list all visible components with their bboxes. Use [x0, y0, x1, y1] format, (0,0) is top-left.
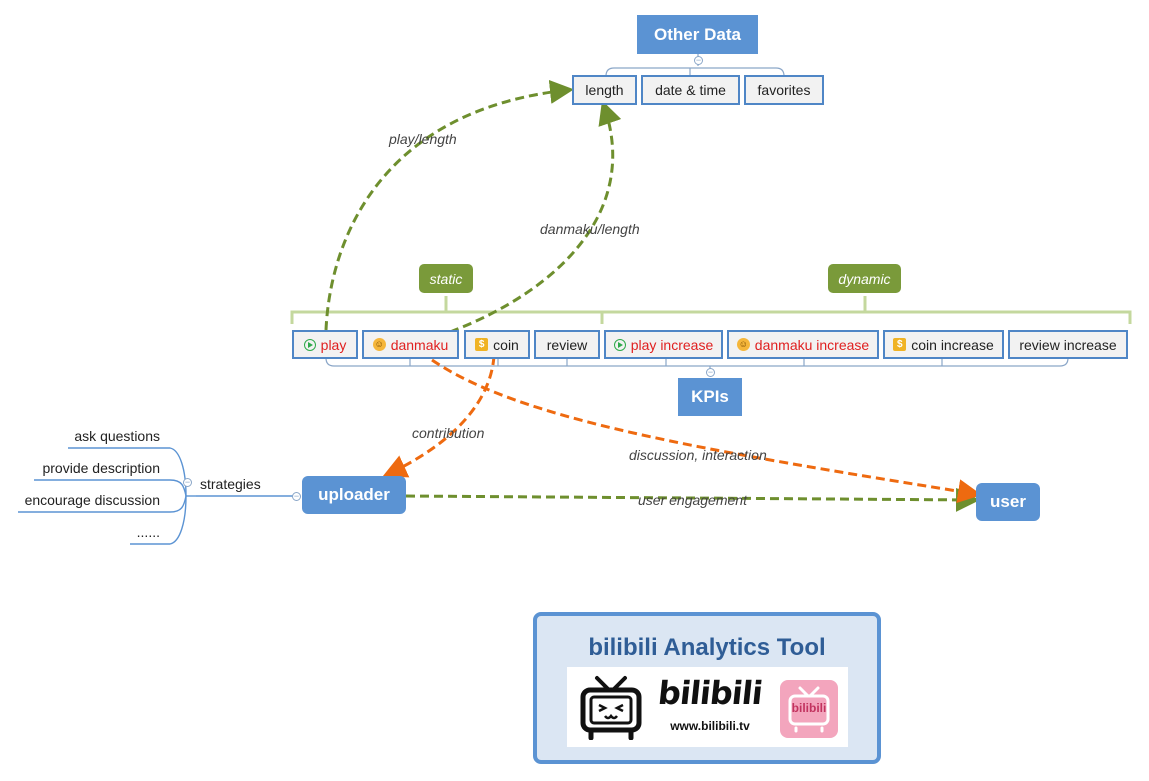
kpi-coin[interactable]: $ coin: [464, 330, 530, 359]
kpi-label: review increase: [1019, 336, 1117, 353]
green-relations: [324, 79, 980, 512]
other-data-date-time[interactable]: date & time: [641, 75, 740, 105]
kpi-label: danmaku increase: [754, 336, 870, 353]
coin-icon: $: [893, 338, 907, 351]
brand-logo-strip: bilibili www.bilibili.tv bilibili: [567, 667, 848, 747]
kpi-label: play increase: [630, 336, 714, 353]
kpi-review[interactable]: review: [534, 330, 600, 359]
coin-icon: $: [475, 338, 489, 351]
kpi-danmaku-increase[interactable]: ☺ danmaku increase: [727, 330, 879, 359]
bilibili-app-icon: bilibili: [780, 680, 838, 738]
other-data-favorites[interactable]: favorites: [744, 75, 824, 105]
orange-relations: [382, 355, 982, 504]
tv-icon: [580, 676, 642, 740]
collapse-icon[interactable]: −: [706, 367, 715, 377]
collapse-icon[interactable]: −: [694, 55, 703, 65]
kpis-topic[interactable]: KPIs: [678, 378, 742, 416]
static-tag[interactable]: static: [419, 264, 473, 293]
other-data-topic[interactable]: Other Data: [637, 15, 758, 54]
kpi-tree-lines: [325, 357, 1069, 376]
strategy-provide-description[interactable]: provide description: [42, 460, 160, 476]
collapse-icon[interactable]: −: [183, 477, 192, 487]
collapse-icon[interactable]: −: [292, 491, 301, 501]
kpi-label: coin: [493, 336, 519, 353]
uploader-topic[interactable]: uploader: [302, 476, 406, 514]
strategy-ask-questions[interactable]: ask questions: [74, 428, 160, 444]
kpi-coin-increase[interactable]: $ coin increase: [883, 330, 1004, 359]
play-icon: [303, 338, 316, 351]
bilibili-wordmark: bilibili: [656, 674, 764, 712]
relation-label-contribution: contribution: [412, 425, 485, 441]
play-icon: [613, 338, 626, 351]
relation-label-danmaku-length: danmaku/length: [540, 221, 640, 237]
kpi-danmaku[interactable]: ☺ danmaku: [362, 330, 459, 359]
bilibili-logo: bilibili www.bilibili.tv: [655, 673, 765, 733]
strategies-branch[interactable]: strategies: [200, 476, 261, 492]
kpi-review-increase[interactable]: review increase: [1008, 330, 1128, 359]
category-brackets: [290, 296, 1132, 324]
kpi-play[interactable]: play: [292, 330, 358, 359]
strategy-encourage-discussion[interactable]: encourage discussion: [24, 492, 160, 508]
smile-icon: ☺: [736, 338, 750, 351]
brand-title: bilibili Analytics Tool: [588, 634, 826, 661]
dynamic-tag[interactable]: dynamic: [828, 264, 901, 293]
other-data-length[interactable]: length: [572, 75, 637, 105]
user-topic[interactable]: user: [976, 483, 1040, 521]
bilibili-url: www.bilibili.tv: [670, 719, 750, 733]
kpi-label: coin increase: [911, 336, 994, 353]
kpi-label: danmaku: [390, 336, 449, 353]
smile-icon: ☺: [372, 338, 386, 351]
app-icon-wordmark: bilibili: [791, 701, 827, 715]
relation-label-discussion: discussion, interaction: [629, 447, 767, 463]
strategies-tree-lines: [18, 447, 300, 545]
relation-label-play-length: play/length: [389, 131, 457, 147]
relation-label-engagement: user engagement: [638, 492, 747, 508]
kpi-label: review: [546, 336, 588, 353]
brand-panel: bilibili Analytics Tool bilibili www.bil…: [533, 612, 881, 764]
strategy-more[interactable]: ......: [136, 524, 160, 540]
kpi-play-increase[interactable]: play increase: [604, 330, 723, 359]
kpi-label: play: [320, 336, 347, 353]
